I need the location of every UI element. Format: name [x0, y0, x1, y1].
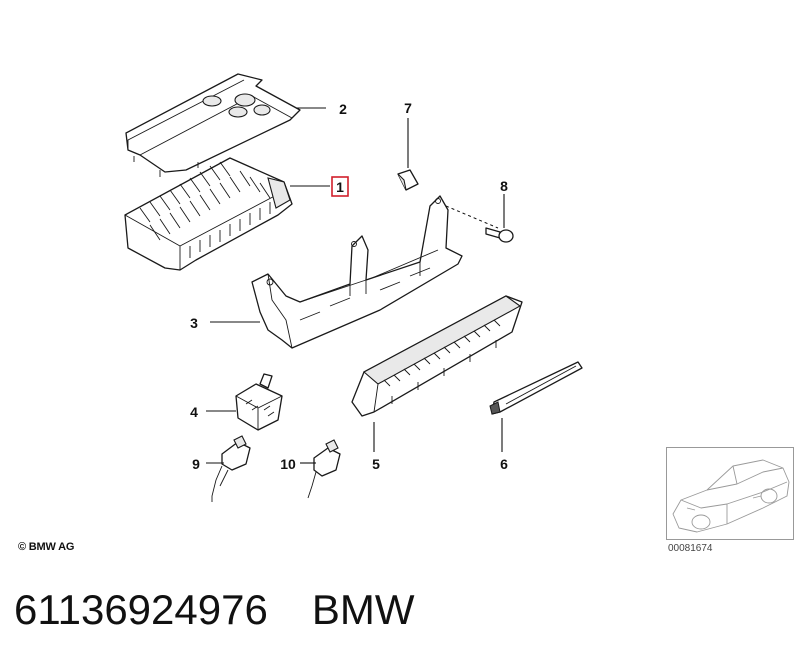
brand-name: BMW [311, 586, 415, 633]
part-1-fuse-box [124, 157, 293, 271]
callout-9: 9 [192, 456, 200, 472]
callout-6: 6 [500, 456, 508, 472]
part-7-clip-nut [397, 169, 419, 191]
part-5-fuse-strip [351, 295, 523, 417]
callout-labels: 1 2 3 4 5 6 7 8 9 10 [190, 100, 508, 472]
callout-7: 7 [404, 100, 412, 116]
callout-5: 5 [372, 456, 380, 472]
part-number: 61136924976 [14, 586, 268, 633]
part-8-screw [445, 205, 514, 243]
footer-caption: 61136924976 BMW [14, 586, 414, 634]
callout-4: 4 [190, 404, 198, 420]
callout-10: 10 [280, 456, 296, 472]
leader-lines [206, 107, 505, 464]
part-6-fuse-puller [489, 361, 583, 415]
diagram-reference-number: 00081674 [668, 543, 713, 554]
part-9-connector [211, 435, 251, 502]
callout-2: 2 [339, 101, 347, 117]
callout-3: 3 [190, 315, 198, 331]
part-2-cover [125, 73, 301, 177]
callout-8: 8 [500, 178, 508, 194]
part-10-connector [307, 439, 341, 499]
callout-1: 1 [336, 179, 344, 195]
copyright-label: © BMW AG [18, 541, 75, 553]
vehicle-thumbnail [666, 447, 794, 540]
part-3-bracket [251, 195, 463, 349]
callout-1-highlight [331, 176, 349, 197]
part-4-relay-socket [235, 373, 283, 431]
